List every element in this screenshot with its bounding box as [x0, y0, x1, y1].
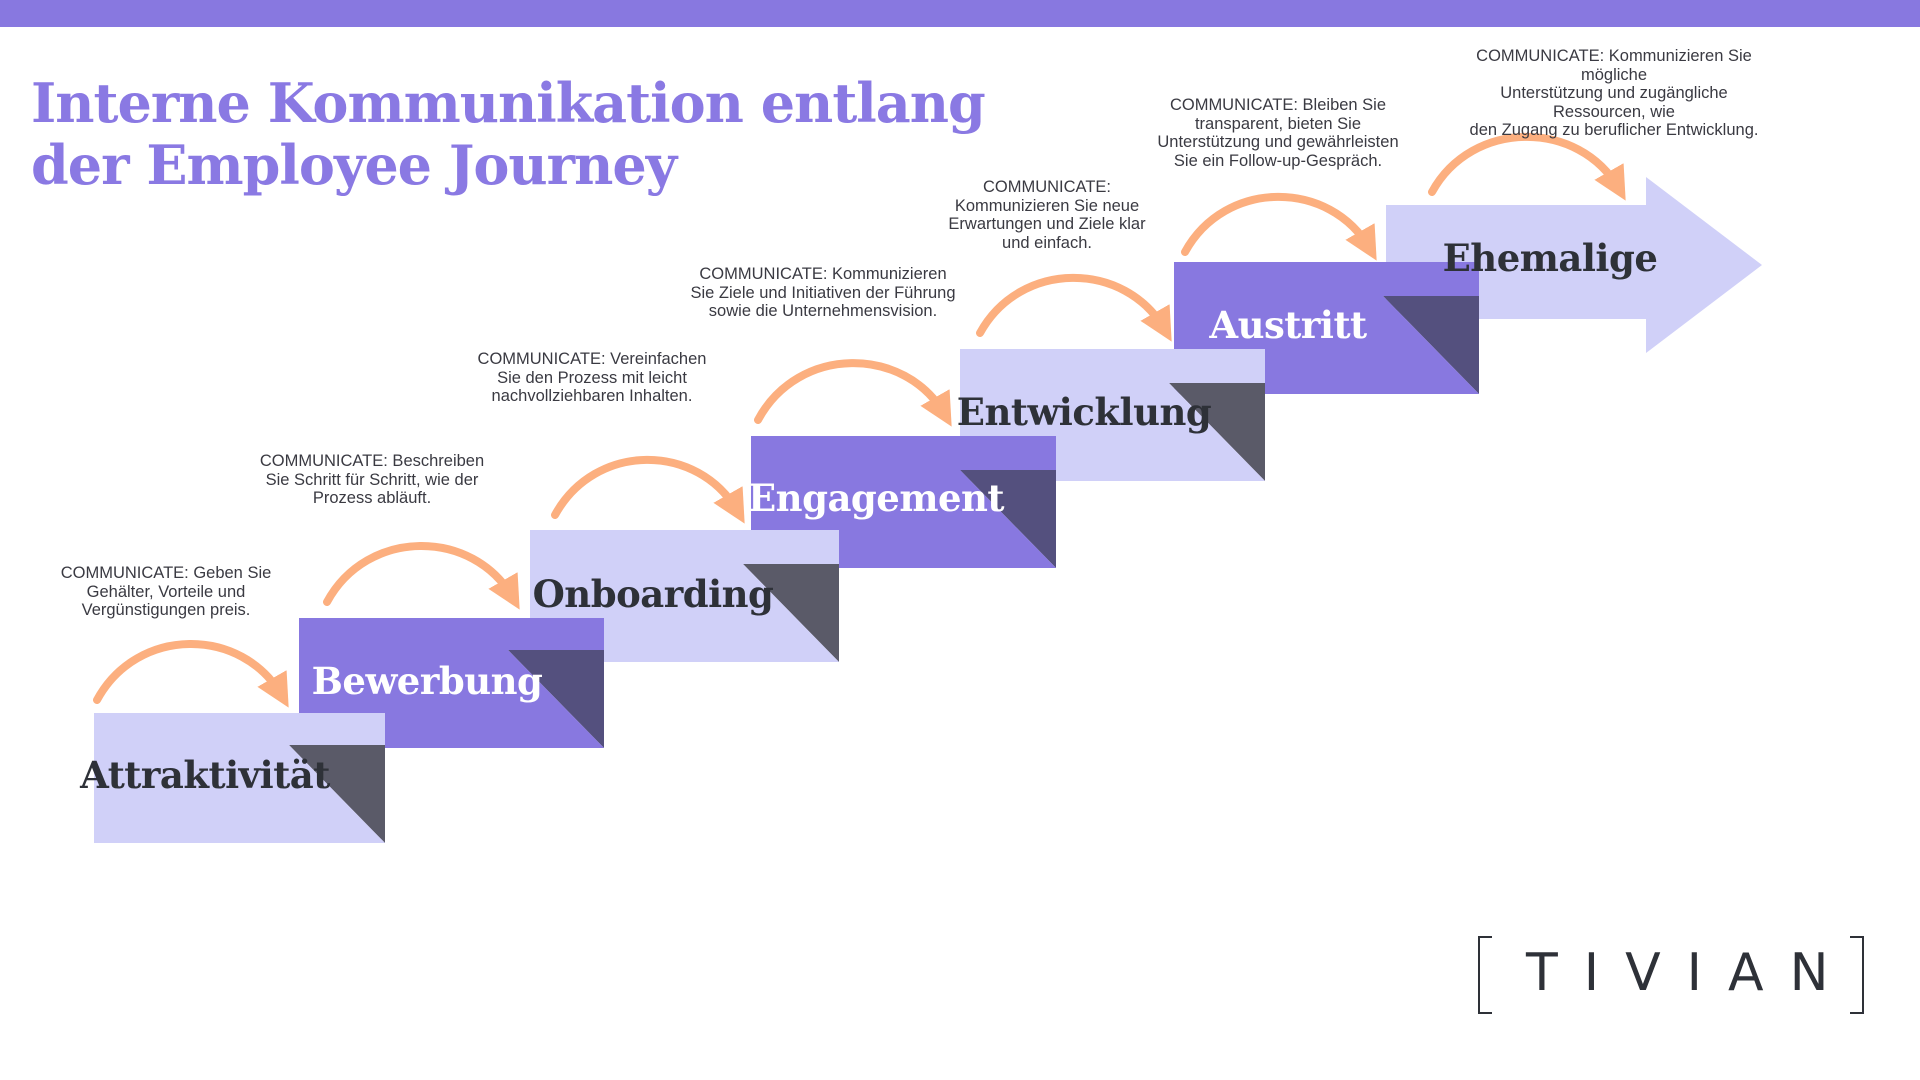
transition-arrow-3	[551, 455, 745, 524]
step-label-1: Attraktivität	[80, 753, 330, 797]
step-note-3: COMMUNICATE: Vereinfachen Sie den Prozes…	[477, 350, 707, 405]
step-label-2: Bewerbung	[311, 659, 543, 703]
step-label-5: Entwicklung	[956, 390, 1212, 434]
step-note-2: COMMUNICATE: Beschreiben Sie Schritt für…	[259, 452, 485, 507]
step-note-4: COMMUNICATE: Kommunizieren Sie Ziele und…	[690, 265, 956, 320]
transition-arrow-7	[1428, 132, 1626, 201]
step-note-7: COMMUNICATE: Kommunizieren Sie mögliche …	[1469, 47, 1759, 139]
page-title: Interne Kommunikation entlang der Employ…	[31, 71, 986, 197]
transition-arrow-6	[1181, 192, 1377, 261]
step-label-6: Austritt	[1209, 303, 1367, 347]
step-box-fold-cover-5	[1169, 383, 1265, 481]
step-label-3: Onboarding	[532, 572, 774, 616]
step-box-top-4	[960, 436, 1056, 470]
logo-bracket-left	[1478, 936, 1492, 1014]
title-line-1: Interne Kommunikation entlang	[31, 71, 986, 135]
step-note-6: COMMUNICATE: Bleiben Sie transparent, bi…	[1157, 96, 1399, 170]
logo-wordmark: TIVIAN	[1526, 943, 1855, 1003]
step-box-fold-cover-1	[289, 745, 385, 843]
step-box-fold-cover-3	[743, 564, 839, 662]
transition-arrow-5	[976, 273, 1172, 342]
step-box-1	[94, 713, 289, 843]
step-box-top-3	[743, 530, 839, 564]
title-line-2: der Employee Journey	[31, 133, 677, 197]
step-box-fold-cover-6	[1383, 296, 1479, 394]
step-label-7: Ehemalige	[1442, 236, 1658, 280]
transition-arrow-2	[323, 542, 520, 610]
step-box-fold-cover-4	[960, 470, 1056, 568]
step-box-top-2	[508, 618, 604, 650]
step-note-5: COMMUNICATE: Kommunizieren Sie neue Erwa…	[948, 178, 1146, 252]
step-note-1: COMMUNICATE: Geben Sie Gehälter, Vorteil…	[60, 564, 272, 619]
transition-arrow-4	[754, 359, 952, 427]
tivian-logo: TIVIAN	[1478, 936, 1864, 1014]
step-box-ehemalige-arrow	[1386, 177, 1762, 353]
transition-arrow-1	[93, 640, 289, 708]
step-box-top-6	[1383, 262, 1479, 296]
logo-bracket-right	[1850, 936, 1864, 1014]
step-box-top-5	[1169, 349, 1265, 383]
step-box-fold-cover-2	[508, 650, 604, 748]
step-label-4: Engagement	[747, 476, 1005, 520]
top-accent-bar	[0, 0, 1920, 27]
step-box-top-1	[289, 713, 385, 745]
